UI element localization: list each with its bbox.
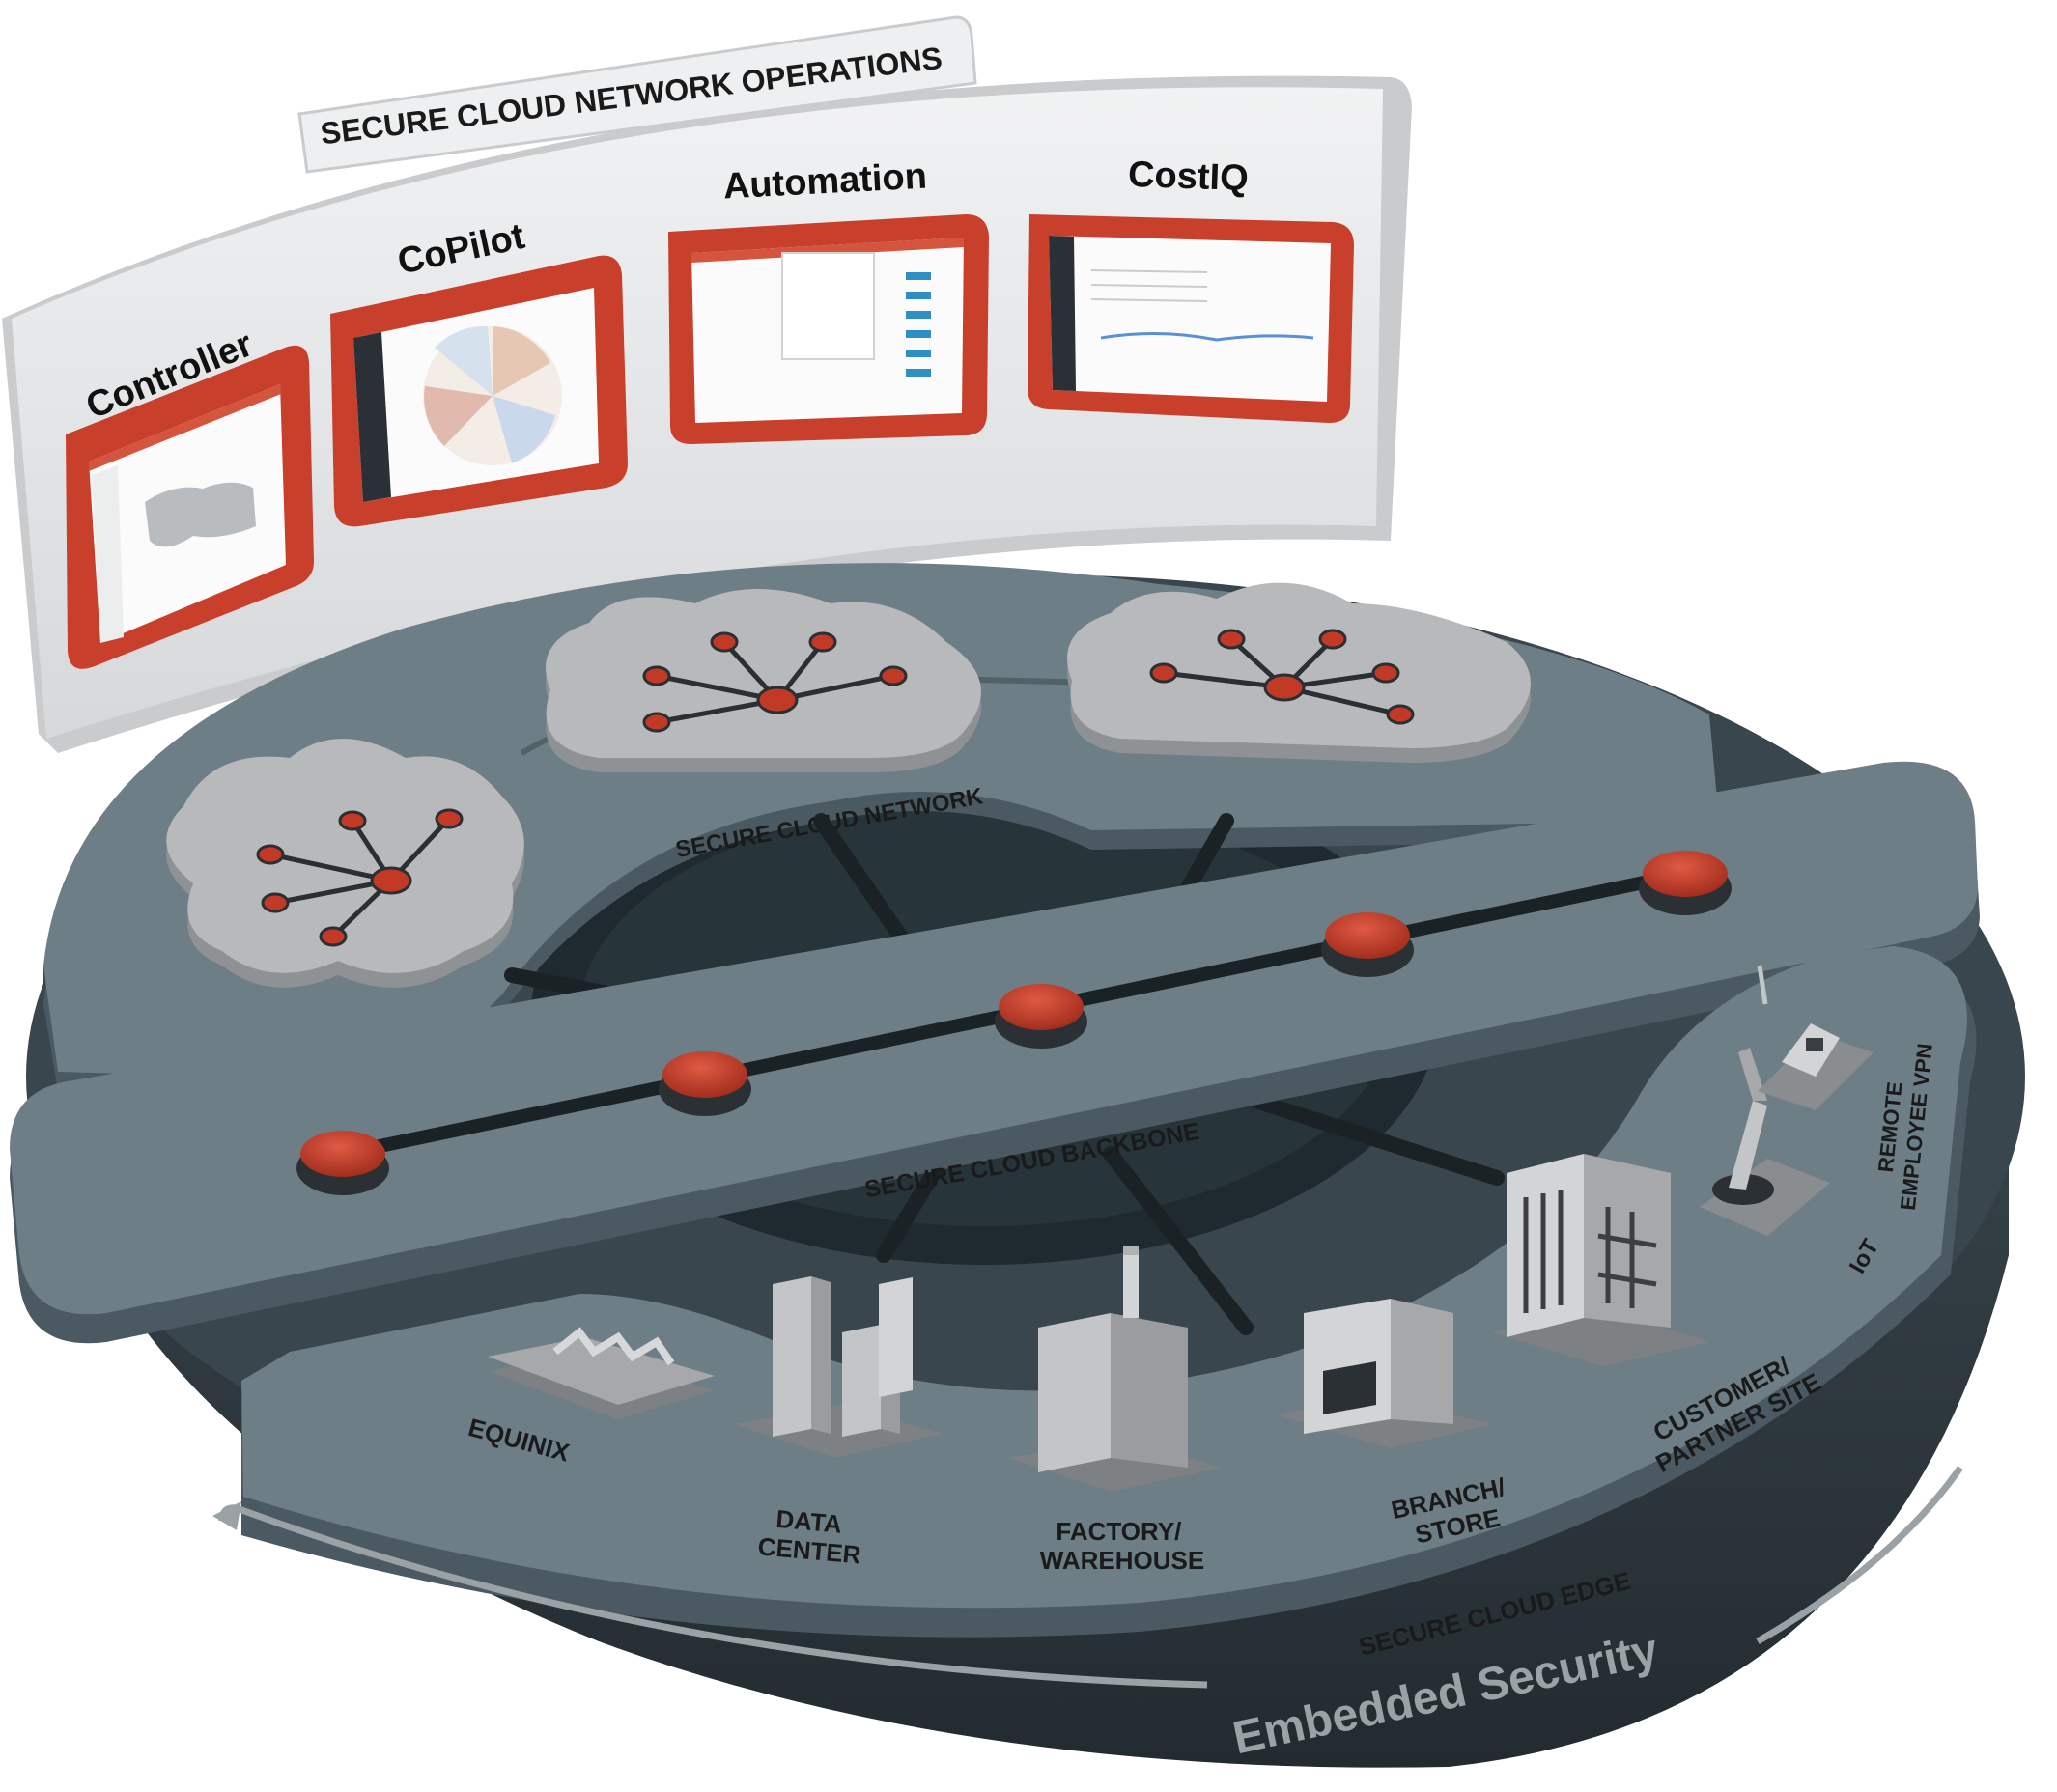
cloud-network-icon	[166, 739, 524, 988]
screen-label-costiq: CostIQ	[1127, 154, 1249, 199]
controller-screen[interactable]	[66, 345, 315, 669]
costiq-screen[interactable]	[1028, 214, 1354, 423]
secure-cloud-backbone-layer: SECURE CLOUD BACKBONE	[10, 761, 1980, 1344]
cloud-network-icon	[546, 589, 981, 772]
secure-cloud-edge-layer: SECURE CLOUD EDGE EQUINIX DATA CENTER FA…	[241, 946, 1977, 1662]
office-building-icon	[1492, 1154, 1709, 1366]
equinix-icon	[488, 1327, 715, 1419]
site-label-factory-warehouse: FACTORY/ WAREHOUSE	[1040, 1517, 1204, 1575]
backbone-node-icon	[1639, 851, 1732, 915]
branch-store-icon	[1275, 1299, 1492, 1448]
backbone-node-icon	[296, 1131, 389, 1195]
data-center-icon	[734, 1276, 942, 1458]
backbone-node-icon	[659, 1051, 751, 1116]
factory-icon	[1009, 1246, 1222, 1492]
cloud-network-icon	[1067, 582, 1531, 763]
secure-cloud-network-layer: SECURE CLOUD NETWORK	[43, 563, 1719, 1101]
backbone-node-icon	[1321, 912, 1414, 977]
world-map-icon	[145, 482, 256, 547]
backbone-node-icon	[995, 984, 1087, 1049]
operations-panel: SECURE CLOUD NETWORK OPERATIONS Controll…	[2, 15, 1412, 754]
laptop-icon	[1757, 965, 1874, 1110]
automation-screen[interactable]	[668, 214, 989, 444]
copilot-screen[interactable]	[330, 255, 628, 527]
robot-arm-icon	[1700, 1048, 1830, 1236]
